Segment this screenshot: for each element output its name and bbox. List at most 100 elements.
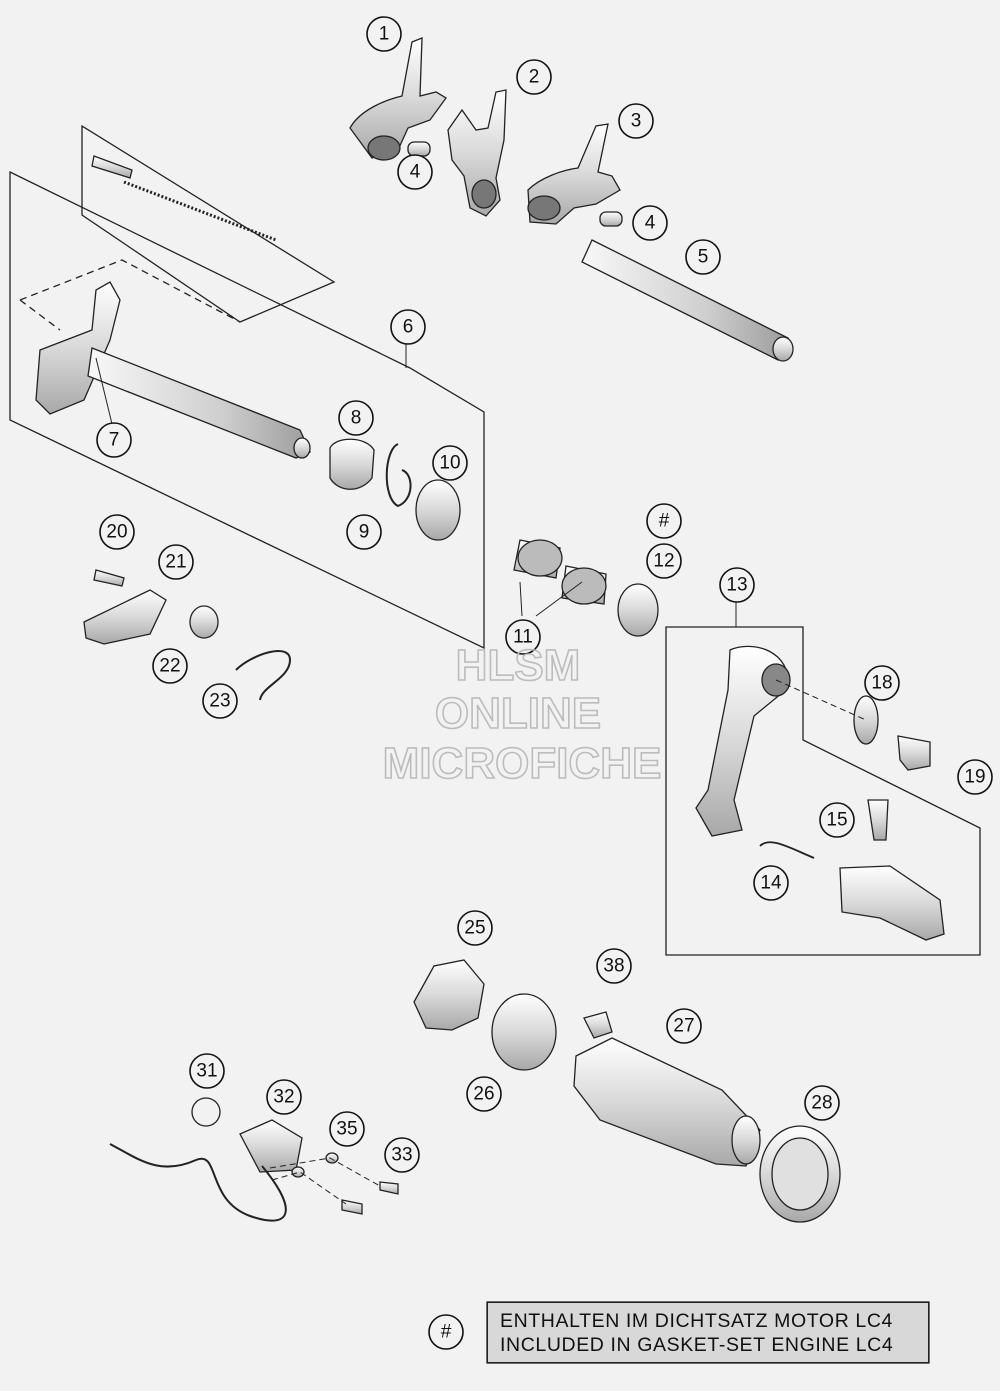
parts — [35, 37, 945, 1223]
callout-number: 4 — [645, 213, 656, 234]
callout-23: 23 — [202, 683, 238, 719]
callout-number: 7 — [109, 430, 120, 451]
callout-9: 9 — [346, 514, 382, 550]
callout-number: # — [659, 511, 670, 532]
gear-sensor-32 — [239, 1119, 303, 1173]
frame-shift-shaft-group — [9, 170, 485, 650]
callout-number: 12 — [653, 551, 674, 572]
callout-4: 4 — [397, 154, 433, 190]
callout-number: 9 — [359, 522, 370, 543]
callout-number: 4 — [410, 162, 421, 183]
fork-shaft-5 — [581, 239, 794, 362]
callout-19: 19 — [957, 759, 993, 795]
callout-13: 13 — [719, 567, 755, 603]
callout-number: 23 — [209, 691, 230, 712]
shift-fork-1 — [349, 37, 447, 161]
callout-number: 20 — [106, 522, 127, 543]
clip-14 — [759, 841, 815, 859]
serrated-washer-18 — [853, 695, 879, 745]
leader-lines — [95, 343, 867, 1205]
callout-35: 35 — [329, 1111, 365, 1147]
callout-18: 18 — [864, 665, 900, 701]
legend-symbol-callout: # — [428, 1314, 464, 1350]
callout-15: 15 — [819, 802, 855, 838]
callout-number: 15 — [826, 810, 847, 831]
callout-number: 26 — [473, 1084, 494, 1105]
callout-26: 26 — [466, 1076, 502, 1112]
callout-hash: # — [646, 503, 682, 539]
pin-15 — [867, 799, 889, 841]
guide-pin-4b — [599, 211, 623, 227]
bushing-22 — [189, 605, 219, 639]
callout-20: 20 — [99, 514, 135, 550]
legend-line-en: INCLUDED IN GASKET-SET ENGINE LC4 — [500, 1334, 894, 1356]
o-ring-31 — [191, 1097, 221, 1127]
frame-shift-lever-group — [665, 626, 981, 956]
callout-number: 25 — [464, 918, 485, 939]
callout-number: 14 — [760, 873, 782, 894]
legend-line-de: ENTHALTEN IM DICHTSATZ MOTOR LC4 — [500, 1310, 893, 1332]
callout-number: 1 — [379, 24, 390, 45]
screw-20 — [93, 569, 125, 587]
callout-38: 38 — [596, 948, 632, 984]
shift-drum-27 — [573, 1037, 761, 1167]
needle-bearing-11a — [513, 539, 563, 579]
callout-number: 19 — [964, 767, 985, 788]
callout-number: 5 — [698, 247, 709, 268]
callout-8: 8 — [338, 400, 374, 436]
watermark-line-3: MICROFICHE — [383, 739, 662, 788]
guide-pin-4a — [407, 141, 431, 157]
callout-1: 1 — [366, 16, 402, 52]
screw-33b — [341, 1199, 363, 1215]
washer-10 — [415, 479, 461, 541]
watermark: HLSM ONLINE MICROFICHE — [382, 640, 662, 789]
screw-33a — [379, 1181, 399, 1195]
callout-number: 28 — [811, 1093, 832, 1114]
clip-9 — [385, 443, 412, 508]
callout-number: 21 — [165, 552, 186, 573]
watermark-line-1: HLSM — [456, 641, 581, 690]
shift-lever-13 — [695, 645, 791, 837]
callout-3: 3 — [618, 103, 654, 139]
bolt-19 — [897, 735, 931, 771]
callout-number: 32 — [273, 1087, 294, 1108]
callout-2: 2 — [516, 59, 552, 95]
callout-32: 32 — [266, 1079, 302, 1115]
shift-fork-2 — [447, 89, 507, 217]
callout-number: 10 — [439, 453, 460, 474]
needle-bearing-11b — [561, 565, 607, 605]
callout-7: 7 — [96, 422, 132, 458]
callout-number: 8 — [351, 408, 362, 429]
joint-head — [839, 865, 945, 941]
callout-number: 33 — [391, 1145, 412, 1166]
callout-5: 5 — [685, 239, 721, 275]
shift-lever-21 — [83, 589, 167, 645]
callout-33: 33 — [384, 1137, 420, 1173]
callout-25: 25 — [457, 910, 493, 946]
callout-number: 27 — [673, 1016, 694, 1037]
callout-11: 11 — [505, 619, 541, 655]
callout-12: 12 — [646, 543, 682, 579]
ball-bearing-26 — [491, 993, 557, 1071]
shift-fork-3 — [527, 123, 621, 225]
sensor-cable — [109, 1143, 287, 1222]
seal-ring-12 — [617, 583, 659, 637]
callout-27: 27 — [666, 1008, 702, 1044]
callout-28: 28 — [804, 1085, 840, 1121]
frame-inner-dashed — [19, 259, 241, 331]
washer-35a — [325, 1152, 339, 1164]
callout-number: 22 — [159, 656, 180, 677]
callout-31: 31 — [189, 1053, 225, 1089]
shift-drum-end — [731, 1115, 761, 1165]
callout-number: 13 — [726, 575, 747, 596]
callout-number: 11 — [513, 627, 533, 648]
callout-22: 22 — [152, 648, 188, 684]
callout-6: 6 — [390, 309, 426, 345]
bearing-ring-28-inner — [771, 1137, 829, 1211]
spring-34 — [91, 155, 277, 242]
callout-21: 21 — [158, 544, 194, 580]
shift-drum-star-25 — [413, 959, 485, 1031]
callout-14: 14 — [753, 865, 789, 901]
shift-shaft-6 — [35, 281, 311, 459]
